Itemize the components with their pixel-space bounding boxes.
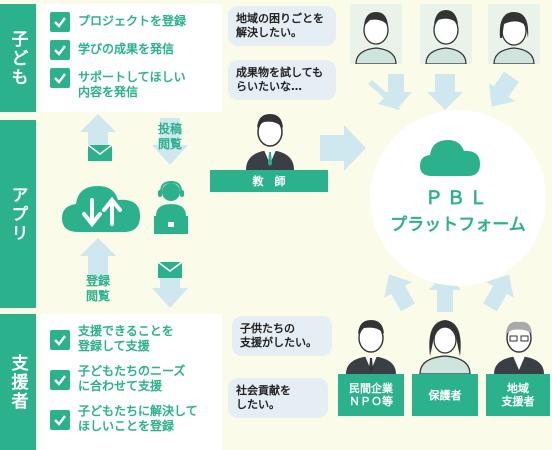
arrow-right-teacher [320,125,366,171]
support-item-text: 子どもたちのニーズ に合わせて支援 [78,364,186,393]
check-icon [50,68,70,88]
teacher-avatar [240,106,300,170]
check-icon [50,370,70,390]
speech-bubble: 子供たちの 支援がしたい。 [232,316,332,356]
teacher-label: 教 師 [210,170,328,192]
arrow-sup1 [384,274,415,312]
arrow-up-app [80,238,116,280]
kids-panel: プロジェクトを登録 学びの成果を発信 サポートしてほしい 内容を発信 [40,4,222,112]
company-avatar [340,312,402,374]
check-icon [50,40,70,60]
support-item: 子どもたちに解決して ほしいことを登録 [50,404,212,434]
speech-bubble: 社会貢献を したい。 [228,378,328,418]
local-supporter-label: 地域 支援者 [486,374,550,416]
kids-item: プロジェクトを登録 [50,12,212,32]
support-operator-icon [154,180,188,234]
kids-item-text: プロジェクトを登録 [78,14,187,28]
arrow-kid2 [427,74,463,110]
company-label: 民間企業 ＮＰＯ等 [338,374,404,416]
platform-title-line1: ＰＢＬ [425,188,491,209]
check-icon [50,12,70,32]
arrow-up-kids [80,114,116,150]
guardian-avatar [414,312,476,375]
kids-item: サポートしてほしい 内容を発信 [50,68,212,100]
kids-item-text: サポートしてほしい 内容を発信 [78,70,186,99]
platform-circle [370,110,546,286]
support-item: 支援できることを 登録して支援 [50,324,212,354]
section-band-app: アプリ [0,120,36,308]
section-label-support: 支援者 [7,353,28,411]
speech-bubble: 成果物を試しても らいたいな… [228,60,336,100]
arrow-kid1-diag [368,80,400,110]
cloud-icon [420,140,480,176]
support-item-text: 支援できることを 登録して支援 [78,324,174,353]
section-label-kids: 子ども [7,29,28,87]
kids-item-text: 学びの成果を発信 [78,42,175,56]
mail-icon [158,262,182,278]
check-icon [50,410,70,430]
section-band-kids: 子ども [0,4,36,112]
section-band-support: 支援者 [0,314,36,450]
platform-title-line2: プラットフォーム [390,215,526,235]
register-view-label: 登録 閲覧 [85,274,110,303]
support-item-text: 子どもたちに解決して ほしいことを登録 [78,404,198,433]
speech-bubble: 地域の困りごとを 解決したい。 [228,6,336,46]
child-avatar [350,4,402,65]
local-supporter-avatar [488,312,550,374]
cloud-sync-icon [62,186,140,232]
arrow-kid3 [488,71,519,107]
mail-icon [88,145,112,161]
child-avatar [420,4,472,65]
support-panel: 支援できることを 登録して支援 子どもたちのニーズ に合わせて支援 子どもたちに… [40,314,222,450]
guardian-label: 保護者 [412,374,478,416]
support-item: 子どもたちのニーズ に合わせて支援 [50,364,212,394]
arrow-sup3 [483,274,514,312]
kids-item: 学びの成果を発信 [50,40,212,60]
child-avatar [488,4,540,65]
section-label-app: アプリ [7,185,28,243]
post-view-label: 投稿 閲覧 [157,122,182,151]
check-icon [50,330,70,350]
arrow-down-app [152,118,188,165]
